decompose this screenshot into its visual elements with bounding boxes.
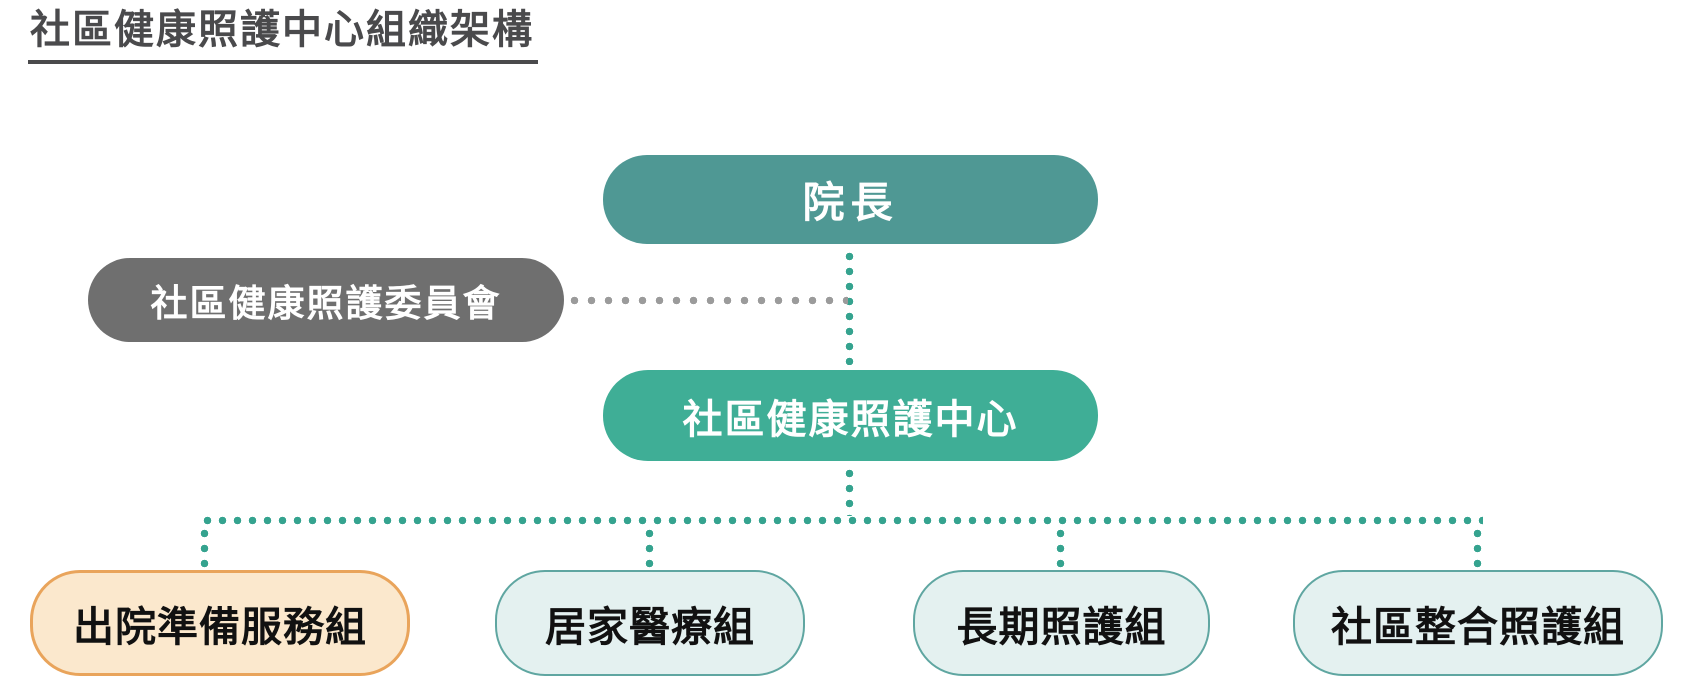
node-dept-discharge-planning-label: 出院準備服務組 <box>73 604 367 650</box>
connector-director-to-center <box>845 249 854 365</box>
node-center-label: 社區健康照護中心 <box>682 397 1019 442</box>
connector-committee-dotted <box>566 296 848 305</box>
node-dept-home-medical: 居家醫療組 <box>495 570 805 676</box>
node-dept-long-term-care-label: 長期照護組 <box>956 604 1167 650</box>
node-dept-home-medical-label: 居家醫療組 <box>545 604 755 650</box>
node-dept-discharge-planning: 出院準備服務組 <box>30 570 410 676</box>
connector-drop-home-medical <box>645 526 654 570</box>
connector-center-to-trunk <box>845 466 854 516</box>
connector-drop-community-integrated <box>1473 526 1482 570</box>
connector-drop-long-term-care <box>1056 526 1065 570</box>
page-title: 社區健康照護中心組織架構 <box>28 8 538 64</box>
node-director-label: 院長 <box>802 179 899 226</box>
node-dept-long-term-care: 長期照護組 <box>913 570 1210 676</box>
node-committee-label: 社區健康照護委員會 <box>150 283 502 324</box>
node-dept-community-integrated-care-label: 社區整合照護組 <box>1331 604 1625 650</box>
node-center: 社區健康照護中心 <box>603 370 1098 461</box>
connector-trunk-horizontal <box>200 516 1483 525</box>
node-director: 院長 <box>603 155 1098 244</box>
node-committee: 社區健康照護委員會 <box>88 258 564 342</box>
connector-drop-discharge <box>200 526 209 570</box>
node-dept-community-integrated-care: 社區整合照護組 <box>1293 570 1663 676</box>
